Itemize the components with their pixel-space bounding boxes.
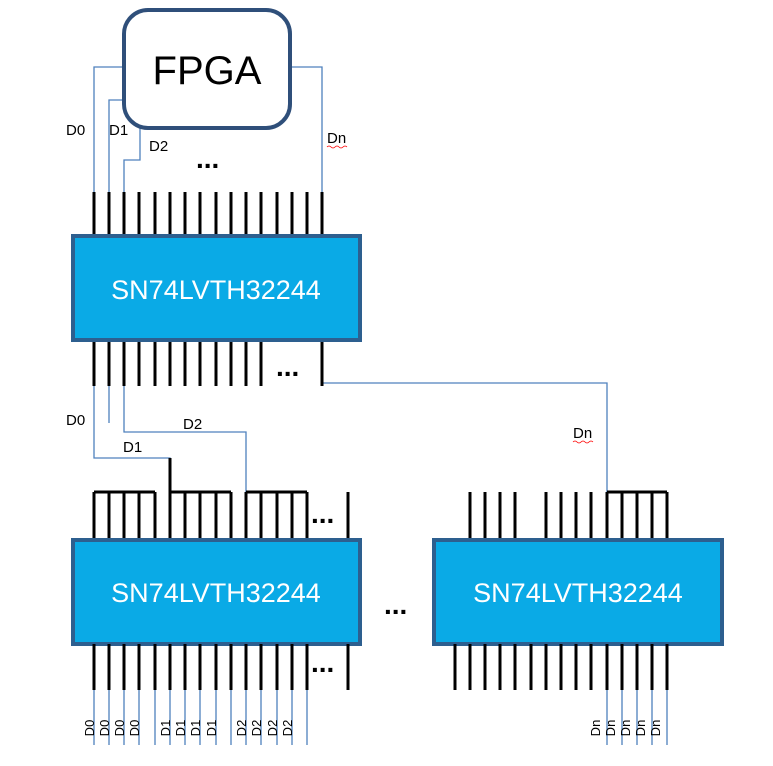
fanout-signal-d1: D1: [123, 439, 142, 456]
bottom-right-chip-box: [432, 538, 724, 646]
bottom-left-output-pins: [92, 644, 350, 690]
wire-fanout-d2: [123, 386, 247, 492]
fpga-signal-dn: Dn: [327, 130, 346, 147]
bottom-right-chip-label: SN74LVTH32244: [473, 578, 683, 608]
wires: [93, 66, 668, 745]
bottom-right-input-pins: [468, 490, 669, 540]
top-chip-label: SN74LVTH32244: [111, 275, 321, 305]
fpga-ellipsis: ...: [196, 143, 219, 174]
fpga-box: [122, 8, 292, 130]
output-label: Dn: [633, 720, 648, 737]
fpga-signal-d2: D2: [149, 138, 168, 155]
fanout-signal-dn: Dn: [573, 425, 592, 442]
output-label: D0: [82, 720, 97, 737]
output-label: D2: [234, 720, 249, 737]
wire-fpga-d2: [123, 128, 141, 192]
output-label: D0: [127, 720, 142, 737]
fanout-signal-d2: D2: [183, 416, 202, 433]
fpga-signal-d1: D1: [109, 122, 128, 139]
bottom-right-chip: SN74LVTH32244: [432, 538, 724, 646]
output-label: D2: [249, 720, 264, 737]
output-label: Dn: [603, 720, 618, 737]
output-wires-right: [606, 690, 668, 745]
bottom-left-chip-label: SN74LVTH32244: [111, 578, 321, 608]
output-label: D2: [280, 720, 295, 737]
wire-fpga-d1: [108, 99, 124, 192]
fpga-block: FPGA: [122, 8, 292, 130]
output-label: Dn: [648, 720, 663, 737]
fpga-signal-d0: D0: [66, 122, 85, 139]
fpga-label: FPGA: [153, 49, 262, 93]
top-chip-ellipsis: ...: [276, 351, 299, 382]
bottom-left-input-bus: [92, 458, 350, 540]
output-label: Dn: [618, 720, 633, 737]
top-chip-output-pins: [92, 340, 324, 386]
top-chip-box: [71, 234, 362, 342]
between-chips-ellipsis: ...: [384, 589, 407, 620]
output-label: D0: [112, 720, 127, 737]
wire-fpga-dn: [289, 66, 323, 192]
output-label: D1: [188, 720, 203, 737]
output-wires-left: [93, 690, 308, 745]
output-label: D1: [158, 720, 173, 737]
bottom-left-output-labels: D0 D0 D0 D0 D1 D1 D1 D1 D2 D2 D2 D2: [82, 720, 295, 737]
top-chip: SN74LVTH32244: [71, 234, 362, 342]
top-chip-input-pins: [92, 192, 324, 236]
wire-fanout-dn: [321, 382, 608, 492]
output-label: D1: [204, 720, 219, 737]
bottom-left-output-ellipsis: ...: [311, 647, 334, 678]
output-label: D0: [97, 720, 112, 737]
bottom-left-chip: SN74LVTH32244: [71, 538, 362, 646]
wire-fpga-d0: [93, 66, 124, 192]
bottom-right-output-pins: [453, 644, 669, 690]
bottom-left-input-ellipsis: ...: [311, 498, 334, 529]
output-label: Dn: [588, 720, 603, 737]
bottom-right-output-labels: Dn Dn Dn Dn Dn: [588, 720, 663, 737]
output-label: D1: [173, 720, 188, 737]
fanout-signal-d0: D0: [66, 412, 85, 429]
output-label: D2: [265, 720, 280, 737]
